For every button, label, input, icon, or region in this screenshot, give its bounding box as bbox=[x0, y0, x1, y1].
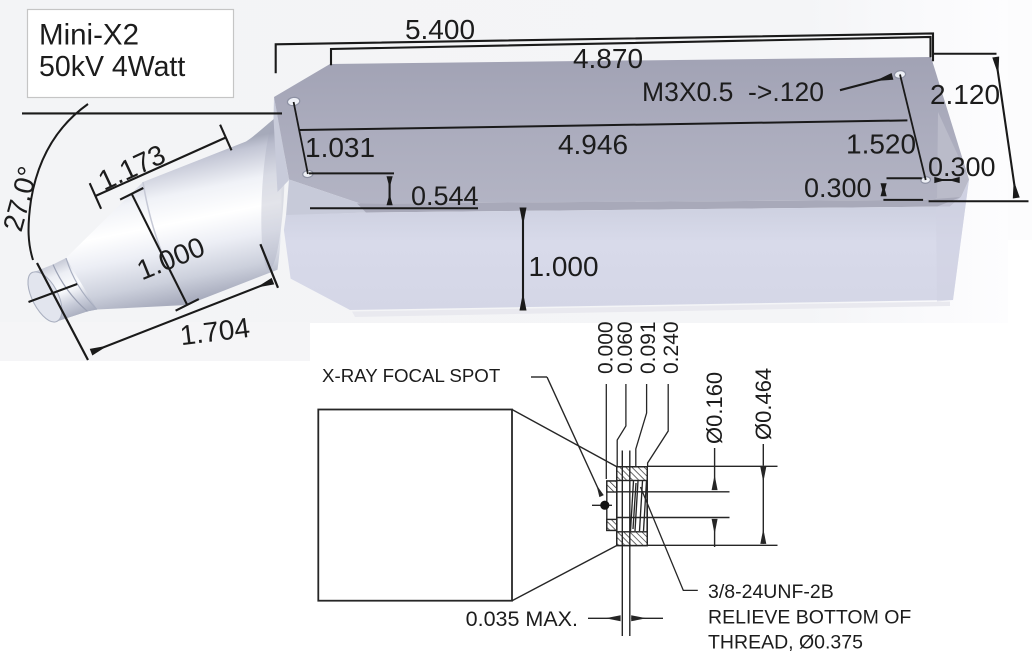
svg-text:1.520: 1.520 bbox=[846, 129, 916, 160]
svg-text:5.400: 5.400 bbox=[405, 14, 475, 45]
svg-text:X-RAY FOCAL SPOT: X-RAY FOCAL SPOT bbox=[322, 365, 500, 386]
svg-text:0.240: 0.240 bbox=[660, 321, 683, 374]
svg-text:Mini-X2: Mini-X2 bbox=[39, 19, 139, 52]
svg-text:4.946: 4.946 bbox=[558, 129, 628, 160]
svg-text:Ø0.160: Ø0.160 bbox=[702, 372, 727, 444]
svg-text:1.000: 1.000 bbox=[529, 251, 599, 282]
svg-text:0.091: 0.091 bbox=[637, 321, 660, 374]
svg-text:Ø0.464: Ø0.464 bbox=[751, 368, 776, 440]
svg-text:0.060: 0.060 bbox=[614, 321, 637, 374]
svg-text:0.544: 0.544 bbox=[411, 181, 479, 211]
svg-text:0.000: 0.000 bbox=[595, 321, 618, 374]
svg-text:0.300: 0.300 bbox=[804, 173, 872, 203]
svg-text:50kV 4Watt: 50kV 4Watt bbox=[39, 51, 185, 83]
svg-text:2.120: 2.120 bbox=[930, 79, 1000, 110]
svg-text:4.870: 4.870 bbox=[573, 43, 643, 74]
svg-text:3/8-24UNF-2B: 3/8-24UNF-2B bbox=[708, 581, 834, 603]
svg-text:M3X0.5 ->.120: M3X0.5 ->.120 bbox=[642, 77, 824, 107]
svg-text:0.035 MAX.: 0.035 MAX. bbox=[466, 607, 578, 631]
svg-text:RELIEVE BOTTOM OF: RELIEVE BOTTOM OF bbox=[708, 607, 911, 629]
svg-text:1.031: 1.031 bbox=[305, 132, 375, 163]
svg-text:0.300: 0.300 bbox=[928, 152, 996, 182]
svg-text:THREAD, Ø0.375: THREAD, Ø0.375 bbox=[708, 632, 863, 654]
